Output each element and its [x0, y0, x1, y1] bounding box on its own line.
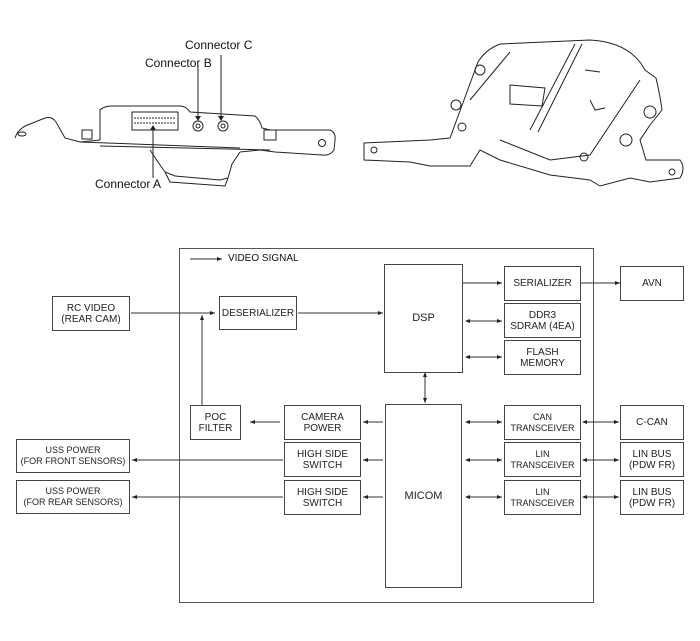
uss-power-rear-block: USS POWER (FOR REAR SENSORS): [16, 480, 130, 514]
c-can-block: C-CAN: [620, 405, 684, 440]
deserializer-block: DESERIALIZER: [219, 296, 297, 330]
flash-memory-block: FLASH MEMORY: [504, 340, 581, 375]
ddr3-sdram-block: DDR3 SDRAM (4EA): [504, 303, 581, 338]
module-side-view-illustration: [14, 55, 336, 187]
legend-video-signal: VIDEO SIGNAL: [228, 253, 299, 264]
module-top-view-illustration: [363, 39, 684, 187]
connector-b-label: Connector B: [145, 56, 212, 70]
connector-a-label: Connector A: [95, 177, 162, 191]
micom-block: MICOM: [385, 404, 462, 588]
avn-block: AVN: [620, 266, 684, 301]
rc-video-block: RC VIDEO (REAR CAM): [52, 296, 130, 331]
lin-transceiver-front: LIN TRANSCEIVER: [504, 442, 581, 477]
connector-c-label: Connector C: [185, 38, 253, 52]
module-boundary: [179, 248, 594, 603]
serializer-block: SERIALIZER: [504, 266, 581, 301]
high-side-switch-front: HIGH SIDE SWITCH: [284, 442, 361, 477]
lin-bus-front-block: LIN BUS (PDW FR): [620, 442, 684, 477]
can-transceiver-block: CAN TRANSCEIVER: [504, 405, 581, 440]
lin-transceiver-rear: LIN TRANSCEIVER: [504, 480, 581, 515]
high-side-switch-rear: HIGH SIDE SWITCH: [284, 480, 361, 515]
lin-bus-rear-block: LIN BUS (PDW FR): [620, 480, 684, 515]
dsp-block: DSP: [384, 264, 463, 373]
camera-power-block: CAMERA POWER: [284, 405, 361, 440]
poc-filter-block: POC FILTER: [190, 405, 241, 440]
uss-power-front-block: USS POWER (FOR FRONT SENSORS): [16, 439, 130, 473]
